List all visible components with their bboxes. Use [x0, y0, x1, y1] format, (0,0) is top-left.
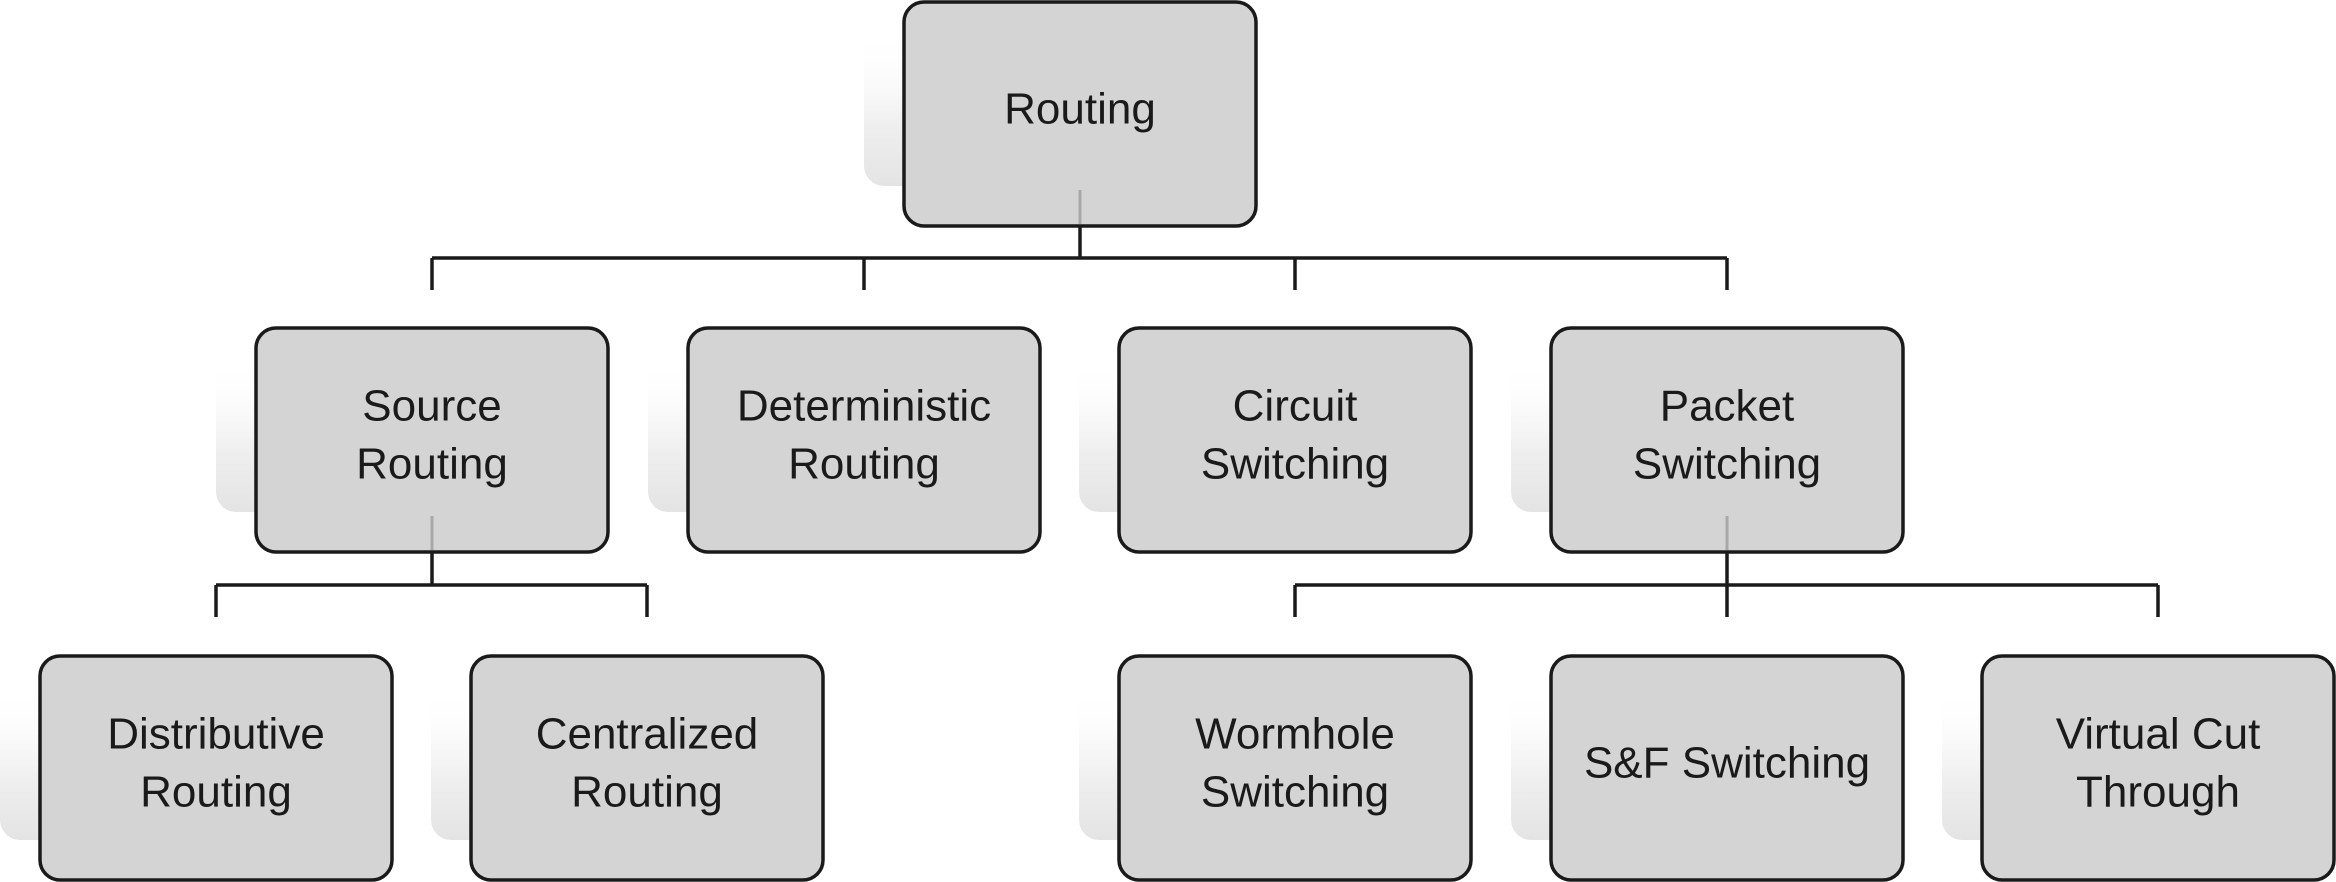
- node-label-line: Virtual Cut: [2056, 710, 2261, 759]
- node-label-line: Routing: [571, 768, 723, 817]
- node-label-line: Routing: [356, 440, 508, 489]
- node-box: [1117, 654, 1473, 882]
- node-label-line: Packet: [1660, 382, 1795, 431]
- node-box: [38, 654, 394, 882]
- node-label-line: Distributive: [107, 710, 325, 759]
- node-label-line: Deterministic: [737, 382, 991, 431]
- connector-lines: [214, 226, 2160, 617]
- node-label-line: Centralized: [536, 710, 759, 759]
- node-routing: Routing: [864, 0, 1258, 228]
- node-label-line: Routing: [140, 768, 292, 817]
- node-box: [469, 654, 825, 882]
- node-label-line: Switching: [1201, 440, 1389, 489]
- node-label-line: Switching: [1633, 440, 1821, 489]
- node-box: [1117, 326, 1473, 554]
- node-label-line: S&F Switching: [1584, 739, 1870, 788]
- node-box: [1980, 654, 2336, 882]
- node-label-line: Wormhole: [1195, 710, 1395, 759]
- node-label-line: Routing: [788, 440, 940, 489]
- node-label-line: Through: [2076, 768, 2240, 817]
- node-label-line: Source: [362, 382, 501, 431]
- node-sf-switching: S&F Switching: [1511, 654, 1905, 882]
- node-box: [902, 0, 1258, 228]
- node-box: [1549, 326, 1905, 554]
- node-box: [686, 326, 1042, 554]
- node-label-line: Circuit: [1233, 382, 1358, 431]
- node-box: [1549, 654, 1905, 882]
- node-label-line: Switching: [1201, 768, 1389, 817]
- node-label-line: Routing: [1004, 85, 1156, 134]
- node-box: [254, 326, 610, 554]
